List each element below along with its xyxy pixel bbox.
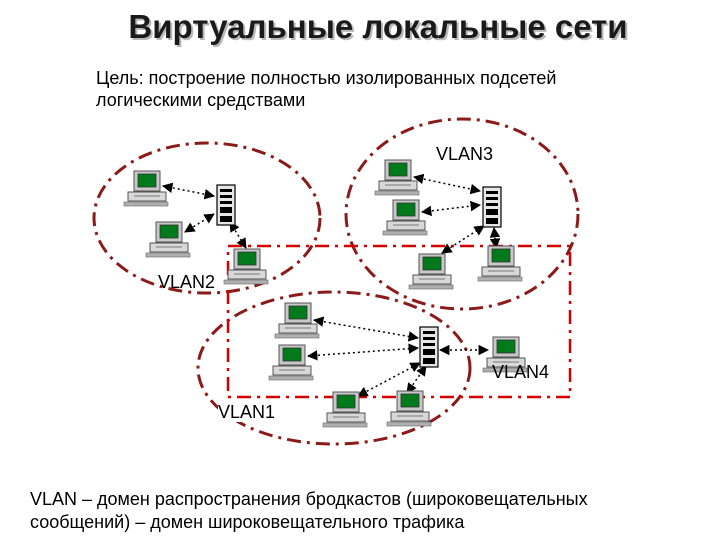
pc-vlan3-3-icon — [408, 253, 454, 290]
page-title: Виртуальные локальные сети — [128, 8, 628, 45]
pc-vlan3-2-icon — [382, 199, 428, 236]
link-vlan2-pc3 — [229, 221, 247, 249]
pc-vlan1-1-icon — [274, 302, 320, 339]
vlan1-label: VLAN1 — [218, 402, 276, 422]
pc-vlan3-4-icon — [477, 245, 523, 282]
link-vlan1-pc1 — [312, 316, 420, 342]
vlan2-label: VLAN2 — [158, 272, 216, 292]
link-vlan3-pc2 — [420, 200, 482, 217]
link-vlan1-pc2 — [306, 343, 420, 361]
goal-line-2: логическими средствами — [96, 90, 306, 110]
link-vlan3-pc3 — [441, 225, 485, 254]
link-vlan3-pc4 — [489, 226, 501, 250]
switch-vlan3-icon — [482, 186, 502, 228]
footer-line-2: сообщений) – домен широковещательного тр… — [30, 512, 465, 532]
vlan4-boundary — [226, 244, 572, 399]
switch-vlan2-icon — [216, 184, 236, 226]
link-vlan3-pc1 — [412, 173, 482, 195]
link-vlan1-pc4 — [406, 365, 427, 394]
pc-vlan3-1-icon — [374, 159, 420, 196]
vlan4-label: VLAN4 — [492, 362, 550, 382]
footer-text: VLAN – домен распространения бродкастов … — [30, 488, 710, 534]
pc-vlan1-2-icon — [268, 344, 314, 381]
pc-vlan2-3-icon — [223, 248, 269, 285]
pc-vlan2-2-icon — [145, 221, 191, 258]
link-vlan1-pc3 — [357, 362, 421, 397]
vlan3-label: VLAN3 — [436, 144, 494, 164]
link-vlan2-pc2 — [184, 213, 215, 233]
footer-line-1: VLAN – домен распространения бродкастов … — [30, 489, 588, 509]
link-vlan2-pc1 — [161, 182, 216, 200]
vlan2-boundary — [92, 141, 322, 295]
vlan1-boundary — [196, 290, 472, 446]
goal-text: Цель: построение полностью изолированных… — [96, 67, 696, 111]
pc-vlan2-1-icon — [123, 170, 169, 207]
vlan3-boundary — [344, 117, 580, 311]
goal-line-1: Цель: построение полностью изолированных… — [96, 68, 557, 88]
switch-vlan1-icon — [419, 326, 439, 368]
